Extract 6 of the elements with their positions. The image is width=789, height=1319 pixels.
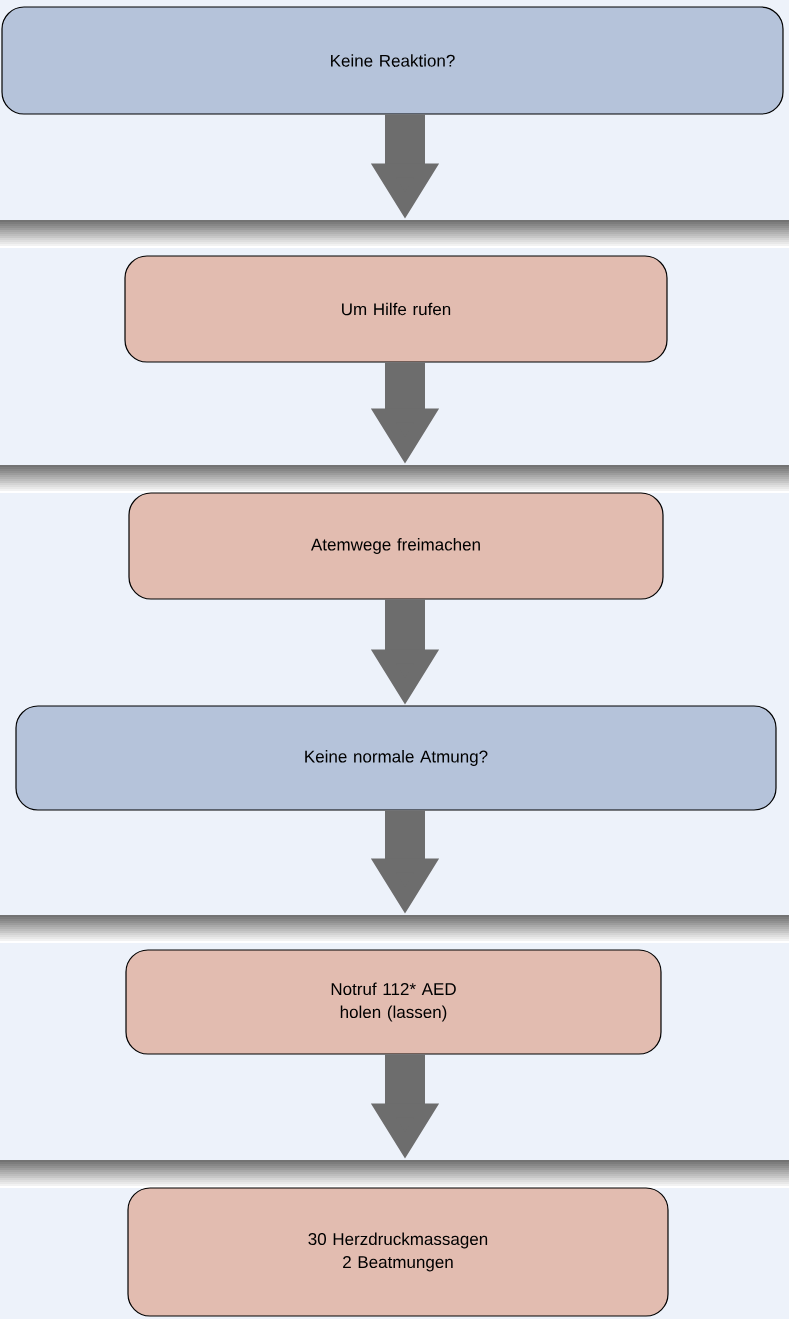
process-box: Keine Reaktion? bbox=[1, 6, 784, 115]
process-box: Notruf 112* AED holen (lassen) bbox=[125, 949, 662, 1055]
process-box: 30 Herzdruckmassagen 2 Beatmungen bbox=[127, 1187, 669, 1317]
process-box: Keine normale Atmung? bbox=[15, 705, 777, 811]
process-box: Um Hilfe rufen bbox=[124, 255, 668, 363]
process-box: Atemwege freimachen bbox=[128, 492, 664, 600]
